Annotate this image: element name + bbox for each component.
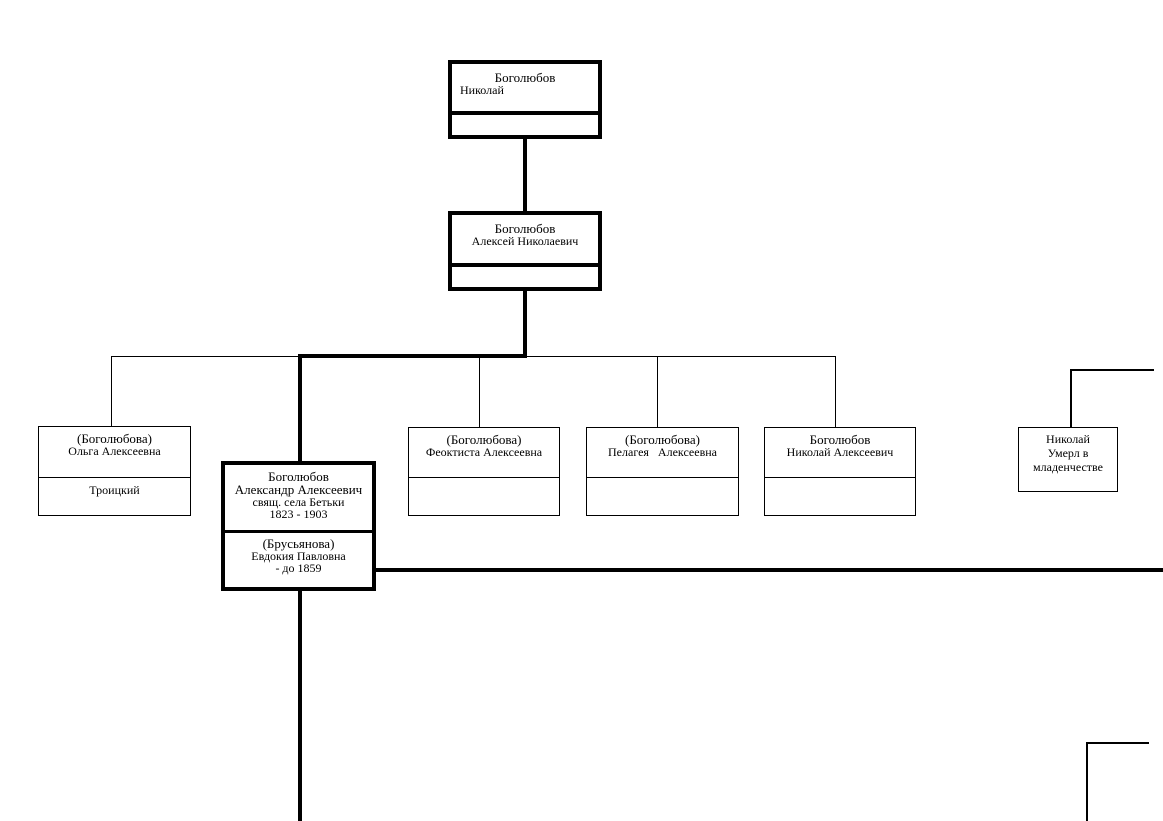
surname: Боголюбов xyxy=(268,469,329,484)
surname: Боголюбов xyxy=(809,432,871,447)
person-box-feoktista[interactable]: (Боголюбова) Феоктиста Алексеевна xyxy=(408,427,560,516)
box-divider xyxy=(587,477,738,478)
box-divider xyxy=(452,111,598,115)
connector-corner-horizontal xyxy=(1086,742,1149,744)
connector-nikolai-to-aleksei xyxy=(523,137,527,213)
person-box-aleksei[interactable]: Боголюбов Алексей Николаевич xyxy=(448,211,602,291)
given-name: Николай Алексеевич xyxy=(786,445,894,459)
given-name: Феоктиста Алексеевна xyxy=(425,445,543,459)
given-name: Алексей Николаевич xyxy=(471,234,579,248)
connector-infant-horizontal xyxy=(1070,369,1154,371)
connector-corner-vertical xyxy=(1086,742,1088,821)
name: Николай xyxy=(1046,432,1090,446)
box-divider xyxy=(39,477,190,478)
surname: (Боголюбова) xyxy=(624,432,700,447)
given-name: Николай xyxy=(460,83,504,97)
note-line: Умерл в xyxy=(1047,446,1089,460)
person-box-nikolai-alekseevich[interactable]: Боголюбов Николай Алексеевич xyxy=(764,427,916,516)
given-name: Александр Алексеевич xyxy=(234,482,363,497)
given-name: Ольга Алексеевна xyxy=(68,444,161,458)
spouse-years: - до 1859 xyxy=(275,561,322,575)
surname: (Боголюбова) xyxy=(446,432,522,447)
spouse: Троицкий xyxy=(89,483,140,497)
connector-olga xyxy=(111,356,112,427)
surname: Боголюбов xyxy=(494,221,556,236)
surname: (Боголюбова) xyxy=(76,431,152,446)
sibling-bar-thin xyxy=(111,356,836,357)
note: свящ. села Бетьки xyxy=(252,495,345,509)
person-box-olga[interactable]: (Боголюбова) Ольга Алексеевна Троицкий xyxy=(38,426,191,516)
connector-aleksandr xyxy=(298,354,302,464)
connector-aleksandr-right xyxy=(375,568,1163,572)
given-name: Пелагея Алексеевна xyxy=(608,445,717,459)
connector-nikolai-alekseevich xyxy=(835,356,836,428)
connector-aleksei-down xyxy=(523,289,527,357)
box-divider xyxy=(452,263,598,267)
box-divider xyxy=(765,477,915,478)
box-divider xyxy=(225,530,372,533)
connector-pelageya xyxy=(657,356,658,428)
person-box-pelageya[interactable]: (Боголюбова) Пелагея Алексеевна xyxy=(586,427,739,516)
surname: Боголюбов xyxy=(494,70,556,85)
spouse-name: Евдокия Павловна xyxy=(251,549,346,563)
connector-infant-vertical xyxy=(1070,369,1072,428)
spouse-surname: (Брусьянова) xyxy=(262,536,335,551)
person-box-nikolai-infant[interactable]: Николай Умерл в младенчестве xyxy=(1018,427,1118,492)
connector-feoktista xyxy=(479,356,480,428)
years: 1823 - 1903 xyxy=(269,507,328,521)
person-box-nikolai[interactable]: Боголюбов Николай xyxy=(448,60,602,139)
note-line: младенчестве xyxy=(1033,460,1103,474)
connector-aleksandr-children xyxy=(298,588,302,821)
person-box-aleksandr[interactable]: Боголюбов Александр Алексеевич свящ. сел… xyxy=(221,461,376,591)
box-divider xyxy=(409,477,559,478)
